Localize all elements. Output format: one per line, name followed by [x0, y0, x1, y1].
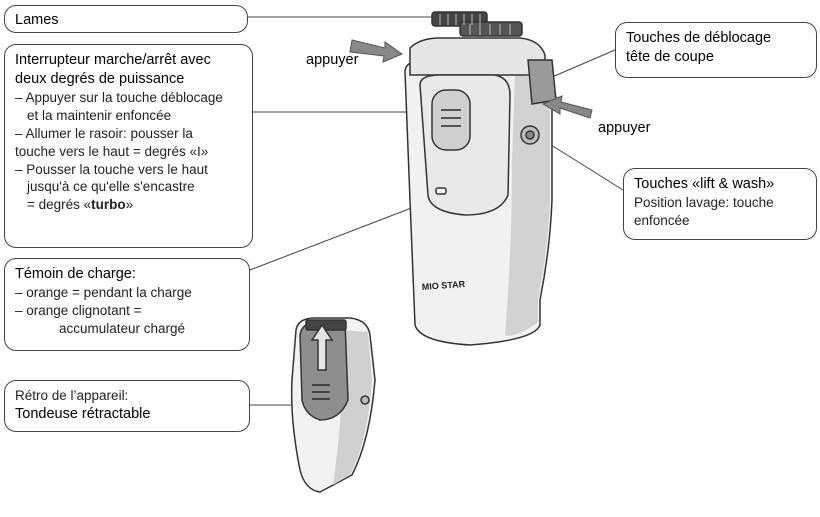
- temoin-line-3: accumulateur chargé: [59, 320, 186, 336]
- leader-lift-wash: [539, 137, 624, 191]
- retro-line-1: Rétro de l’appareil:: [15, 388, 129, 403]
- lift-wash-line-1: Position lavage: touche: [634, 195, 774, 211]
- release-button: [527, 59, 557, 105]
- interrupteur-line-3b: jusqu'à ce qu'elle s'encastre: [27, 179, 195, 195]
- interrupteur-title-2: deux degrés de puissance: [15, 71, 185, 88]
- interrupteur-line-2a: – Allumer le rasoir: pousser la: [15, 125, 193, 141]
- interrupteur-line-1a: – Appuyer sur la touche déblocage: [15, 90, 223, 106]
- interrupteur-line-3c: = degrés «turbo»: [27, 197, 134, 213]
- retro-line-2: Tondeuse rétractable: [15, 405, 151, 422]
- interrupteur-line-1b: et la maintenir enfoncée: [27, 108, 172, 124]
- appuyer-right-label: appuyer: [598, 120, 651, 136]
- temoin-title: Témoin de charge:: [15, 266, 136, 282]
- leader-deblocage: [544, 49, 616, 81]
- power-switch: [431, 89, 471, 151]
- callout-temoin: Témoin de charge: – orange = pendant la …: [4, 258, 250, 351]
- interrupteur-title-1: Interrupteur marche/arrêt avec: [15, 52, 211, 68]
- back-shaver: [290, 317, 376, 493]
- callout-interrupteur: Interrupteur marche/arrêt avec deux degr…: [4, 44, 253, 248]
- callout-deblocage: Touches de déblocage tête de coupe: [615, 22, 817, 78]
- brand-logo: MIO STAR: [421, 279, 465, 292]
- lames-label: Lames: [15, 12, 59, 28]
- lift-wash-title: Touches «lift & wash»: [634, 176, 775, 192]
- main-shaver: [404, 11, 557, 346]
- lift-wash-line-2: enfoncée: [634, 212, 690, 228]
- callout-lift-wash: Touches «lift & wash» Position lavage: t…: [623, 168, 817, 240]
- appuyer-left-label: appuyer: [306, 52, 359, 68]
- leader-temoin: [249, 196, 441, 271]
- interrupteur-line-2b: touche vers le haut = degrés «I»: [15, 143, 209, 159]
- blade-2: [459, 21, 523, 37]
- deblocage-line-1: Touches de déblocage: [626, 30, 772, 46]
- callout-retro: Rétro de l’appareil: Tondeuse rétractabl…: [4, 380, 250, 432]
- arrow-left: [349, 39, 404, 63]
- charge-light: [435, 187, 447, 195]
- temoin-line-2: – orange clignotant =: [15, 302, 142, 318]
- temoin-line-1: – orange = pendant la charge: [15, 285, 192, 301]
- up-arrow: [310, 323, 334, 371]
- interrupteur-line-3a: – Pousser la touche vers le haut: [15, 161, 208, 177]
- deblocage-line-2: tête de coupe: [626, 49, 714, 66]
- arrow-right: [541, 95, 593, 119]
- callout-lames: Lames: [4, 5, 248, 33]
